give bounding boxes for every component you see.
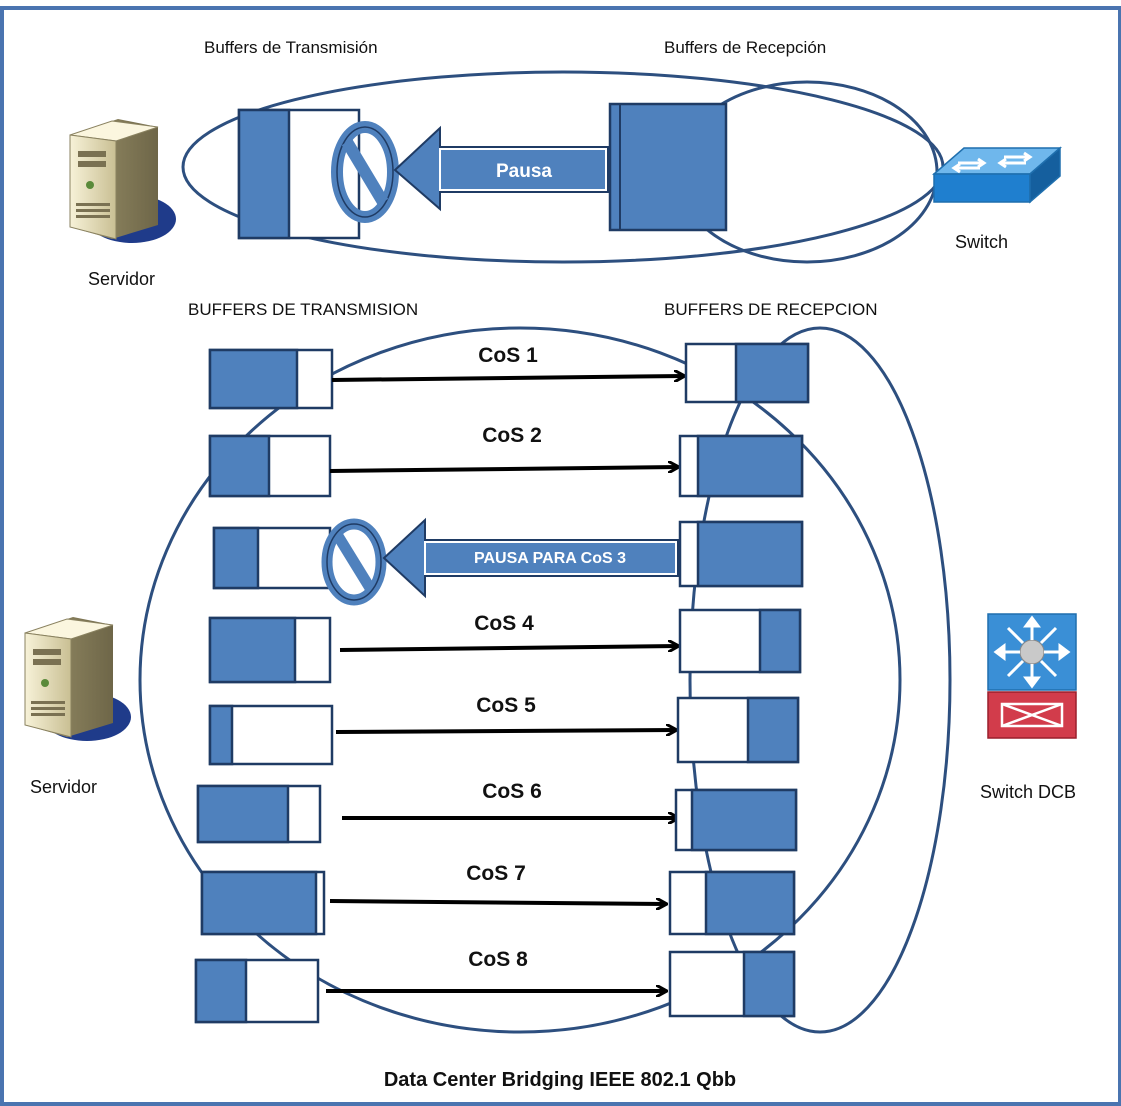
- tx-buffer-fill: [212, 526, 260, 590]
- bottom-rx-ellipse: [688, 326, 952, 1034]
- cos-label: CoS 8: [468, 948, 528, 971]
- tx-buffer-fill: [194, 958, 248, 1024]
- rx-buffer-fill: [704, 870, 796, 936]
- cos-label: CoS 5: [476, 694, 536, 717]
- rx-buffer-fill: [690, 788, 798, 852]
- lane-cos2: CoS 2: [208, 424, 804, 498]
- flow-arrow: [339, 646, 678, 650]
- lane-cos7: CoS 7: [200, 862, 796, 936]
- tx-buffer-fill: [208, 704, 234, 766]
- bottom-rx-title: BUFFERS DE RECEPCION: [664, 300, 877, 319]
- top-tx-title: Buffers de Transmisión: [204, 38, 378, 57]
- rx-buffer-fill: [734, 342, 810, 404]
- outer-frame: [0, 6, 1121, 1106]
- rx-buffer-fill: [696, 434, 804, 498]
- dcb-switch-icon: [987, 613, 1077, 739]
- lane-cos1: CoS 1: [208, 342, 810, 410]
- bottom-server-label: Servidor: [30, 777, 97, 797]
- pause-label: PAUSA PARA CoS 3: [474, 550, 626, 567]
- top-rx-title: Buffers de Recepción: [664, 38, 826, 57]
- lane-cos8: CoS 8: [194, 948, 796, 1024]
- cos-label: CoS 2: [482, 424, 542, 447]
- top-server-label: Servidor: [88, 269, 155, 289]
- top-pause-arrow: [393, 125, 609, 212]
- cos-label: CoS 1: [478, 344, 538, 367]
- rx-buffer-fill: [758, 608, 802, 674]
- lane-cos3-paused: PAUSA PARA CoS 3: [212, 517, 804, 606]
- lane-cos6: CoS 6: [196, 780, 798, 852]
- server-icon: [24, 617, 131, 741]
- tx-buffer-fill: [208, 348, 299, 410]
- cos-label: CoS 4: [474, 612, 534, 635]
- tx-buffer-fill: [200, 870, 318, 936]
- flow-arrow: [331, 376, 684, 380]
- flow-arrow: [329, 467, 678, 471]
- caption: Data Center Bridging IEEE 802.1 Qbb: [384, 1069, 736, 1091]
- lane-cos4: CoS 4: [208, 608, 802, 684]
- top-rx-buffer: [608, 102, 728, 232]
- cos-label: CoS 7: [466, 862, 526, 885]
- top-pause-label: Pausa: [496, 161, 552, 182]
- flow-arrow: [335, 730, 676, 732]
- tx-buffer-fill: [208, 616, 297, 684]
- no-entry-icon: [331, 121, 399, 223]
- rx-buffer-fill: [742, 950, 796, 1018]
- lane-cos5: CoS 5: [208, 694, 800, 766]
- switch-icon: [931, 146, 1063, 204]
- rx-buffer-fill: [696, 520, 804, 588]
- server-icon: [69, 119, 176, 243]
- pause-arrow: [382, 517, 679, 599]
- dcb-switch-label: Switch DCB: [980, 782, 1076, 802]
- bottom-link-ellipse: [138, 326, 902, 1034]
- top-switch-label: Switch: [955, 232, 1008, 252]
- flow-arrow: [329, 901, 666, 904]
- cos-label: CoS 6: [482, 780, 542, 803]
- tx-buffer-fill: [196, 784, 290, 844]
- rx-buffer-fill: [746, 696, 800, 764]
- tx-buffer-fill: [208, 434, 271, 498]
- no-entry-icon: [321, 518, 387, 606]
- bottom-tx-title: BUFFERS DE TRANSMISION: [188, 300, 418, 319]
